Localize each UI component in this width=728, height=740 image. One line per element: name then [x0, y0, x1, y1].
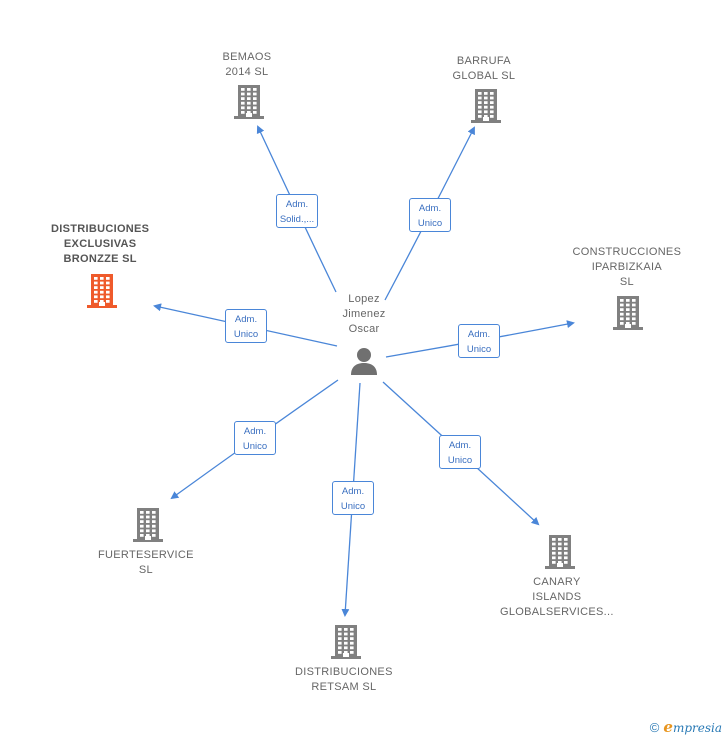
company-label-fuerteservice-line: FUERTESERVICE	[98, 549, 194, 561]
edge-label-retsam[interactable]: Adm. Unico	[332, 481, 374, 515]
brand-logo-text: mpresia	[672, 721, 722, 735]
edge-label-bemaos[interactable]: Adm. Solid.,...	[276, 194, 318, 228]
company-label-iparbizkaia-line: IPARBIZKAIA	[591, 261, 663, 273]
edge-label-canary[interactable]: Adm. Unico	[439, 435, 481, 469]
company-label-fuerteservice-line: SL	[138, 564, 153, 576]
company-label-fuerteservice[interactable]: FUERTESERVICE SL	[98, 548, 194, 578]
company-label-bemaos-line: 2014 SL	[225, 66, 269, 78]
person-label-line: Oscar	[348, 323, 380, 335]
company-label-iparbizkaia[interactable]: CONSTRUCCIONES IPARBIZKAIA SL	[573, 245, 682, 290]
company-label-iparbizkaia-line: SL	[619, 276, 634, 288]
edge-label-line: Unico	[417, 218, 443, 229]
brand-logo-e: e	[663, 718, 673, 736]
company-label-iparbizkaia-line: CONSTRUCCIONES	[572, 246, 682, 258]
company-label-bronzze-line: BRONZZE SL	[63, 253, 137, 265]
edge-label-line: Unico	[447, 455, 473, 466]
edge-label-iparbizkaia[interactable]: Adm. Unico	[458, 324, 500, 358]
edge-label-barrufa[interactable]: Adm. Unico	[409, 198, 451, 232]
company-label-canary-line: CANARY	[533, 576, 581, 588]
edge-label-line: Solid.,...	[279, 214, 315, 225]
company-label-canary-line: ISLANDS	[532, 591, 582, 603]
company-label-retsam[interactable]: DISTRIBUCIONES RETSAM SL	[295, 665, 393, 695]
company-label-barrufa-line: GLOBAL SL	[452, 70, 516, 82]
person-icon[interactable]	[349, 346, 379, 381]
edge-label-line: Adm.	[448, 440, 472, 451]
edge-label-fuerteservice[interactable]: Adm. Unico	[234, 421, 276, 455]
edge-label-line: Adm.	[341, 486, 365, 497]
edge-label-line: Unico	[340, 501, 366, 512]
edge-label-line: Unico	[233, 329, 259, 340]
company-label-bronzze[interactable]: DISTRIBUCIONES EXCLUSIVAS BRONZZE SL	[51, 222, 149, 267]
edge-label-line: Unico	[466, 344, 492, 355]
person-label-line: Lopez	[348, 293, 380, 305]
company-label-bronzze-line: DISTRIBUCIONES	[51, 223, 150, 235]
edge-label-line: Adm.	[234, 314, 258, 325]
company-label-bronzze-line: EXCLUSIVAS	[63, 238, 137, 250]
edge-label-line: Adm.	[418, 203, 442, 214]
edge-label-line: Unico	[242, 441, 268, 452]
building-icon[interactable]	[87, 273, 117, 314]
company-label-barrufa[interactable]: BARRUFA GLOBAL SL	[453, 54, 516, 84]
edge-label-line: Adm.	[467, 329, 491, 340]
company-label-barrufa-line: BARRUFA	[456, 55, 511, 67]
building-icon[interactable]	[613, 295, 643, 336]
company-label-bemaos[interactable]: BEMAOS 2014 SL	[223, 50, 272, 80]
footer-brand: ©empresia	[650, 718, 722, 736]
edge-label-line: Adm.	[285, 199, 309, 210]
edge-label-line: Adm.	[243, 426, 267, 437]
company-label-bemaos-line: BEMAOS	[222, 51, 272, 63]
building-icon[interactable]	[133, 507, 163, 548]
building-icon[interactable]	[545, 534, 575, 575]
person-label-line: Jimenez	[342, 308, 386, 320]
edge-label-bronzze[interactable]: Adm. Unico	[225, 309, 267, 343]
company-label-canary[interactable]: CANARY ISLANDS GLOBALSERVICES...	[500, 575, 614, 620]
building-icon[interactable]	[331, 624, 361, 665]
building-icon[interactable]	[234, 84, 264, 125]
company-label-retsam-line: RETSAM SL	[311, 681, 377, 693]
building-icon[interactable]	[471, 88, 501, 129]
company-label-retsam-line: DISTRIBUCIONES	[295, 666, 393, 678]
copyright-symbol: ©	[649, 720, 660, 735]
company-label-canary-line: GLOBALSERVICES...	[500, 606, 614, 618]
